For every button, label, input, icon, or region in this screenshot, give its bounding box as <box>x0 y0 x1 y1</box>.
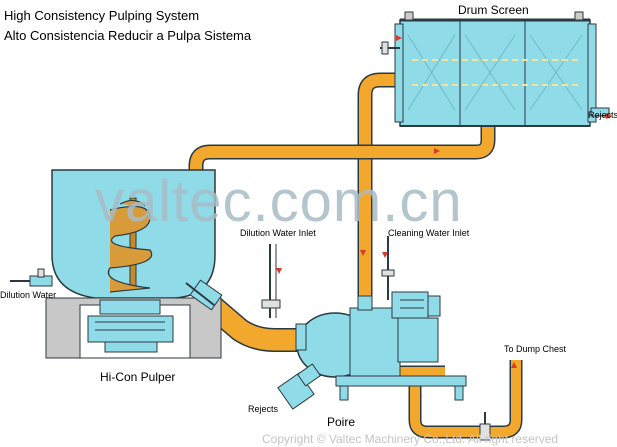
cleaning-water-line <box>381 236 395 300</box>
rejects-top-label: Rejects <box>588 110 617 120</box>
dump-chest-label: To Dump Chest <box>504 344 567 354</box>
title-spanish: Alto Consistencia Reducir a Pulpa Sistem… <box>4 28 252 43</box>
rejects-bottom-label: Rejects <box>248 404 279 414</box>
pulper-drive <box>87 299 174 353</box>
drum-screen-label: Drum Screen <box>458 3 529 17</box>
copyright: Copyright © Valtec Machinery Co.,Ltd. Al… <box>262 432 559 446</box>
cleaning-water-inlet-label: Cleaning Water Inlet <box>388 228 470 238</box>
screw-rotor <box>107 197 153 293</box>
poire-label: Poire <box>327 415 356 429</box>
dilution-water-label: Dilution Water <box>0 290 57 300</box>
dump-chest-valve <box>479 412 491 441</box>
flow-arrows <box>276 35 612 368</box>
pipe-network <box>188 72 523 439</box>
title-english: High Consistency Pulping System <box>4 8 200 23</box>
pulper-outlet-valve <box>185 279 223 311</box>
dilution-water-line <box>261 244 281 318</box>
drum-inlet-valve <box>380 41 400 55</box>
drum-screen <box>394 11 610 127</box>
poire-unit <box>277 291 467 410</box>
watermark: valtec.com.cn <box>95 169 463 234</box>
hi-con-pulper-label: Hi-Con Pulper <box>100 370 176 384</box>
dilution-water-inlet-label: Dilution Water Inlet <box>240 228 316 238</box>
hi-con-pulper <box>10 169 222 359</box>
